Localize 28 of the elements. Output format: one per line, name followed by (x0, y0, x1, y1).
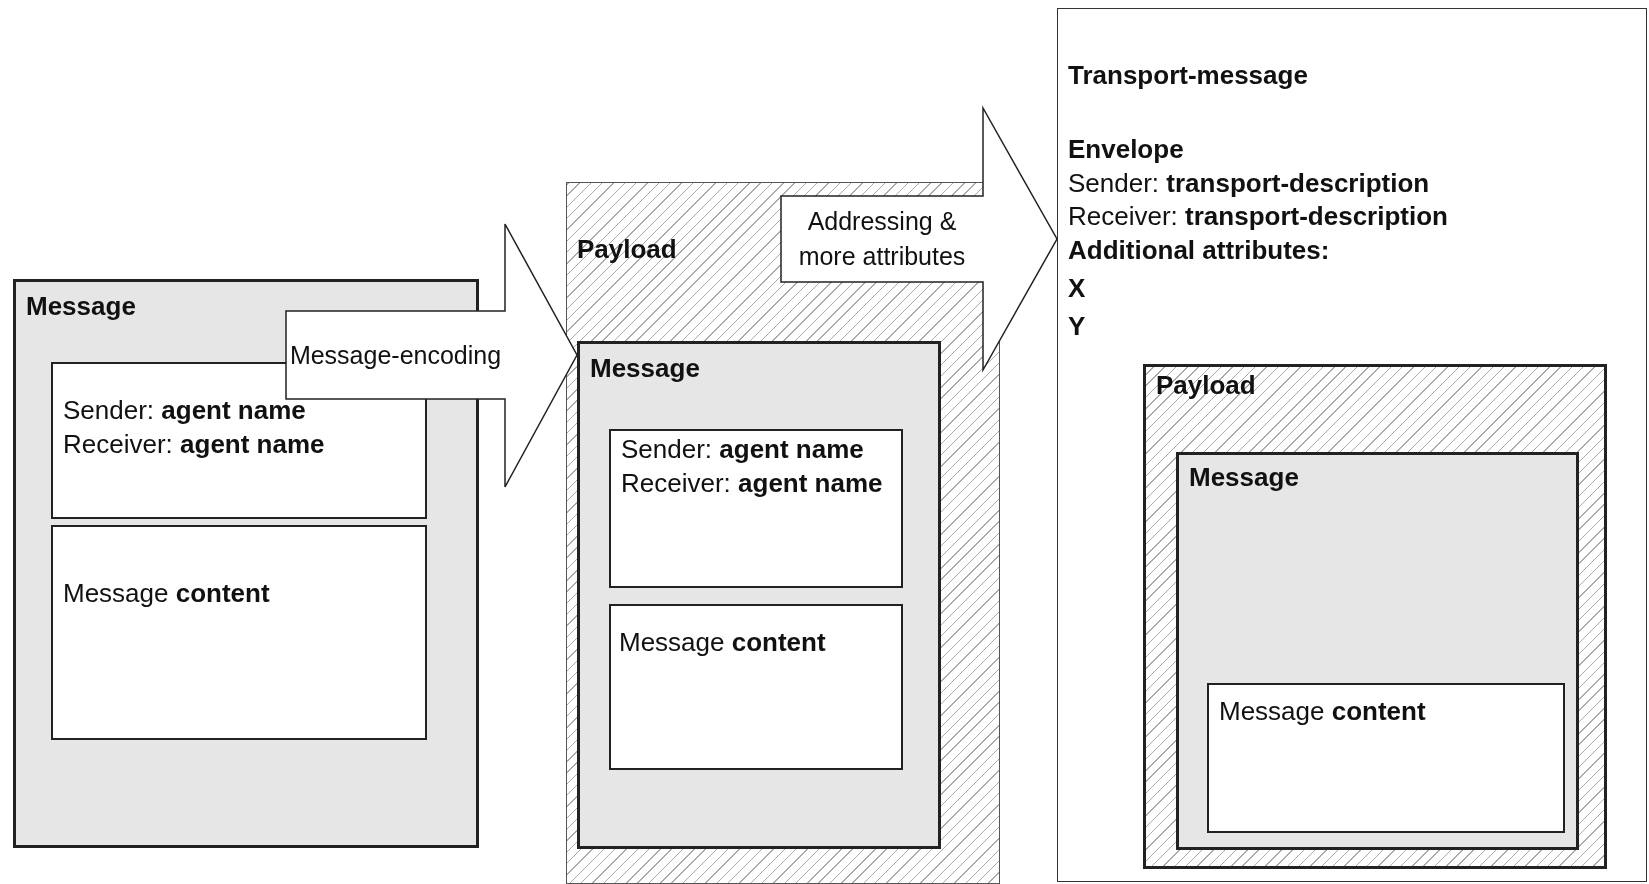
field-text: Sender: agent name (63, 394, 306, 427)
field-text: Message content (1219, 695, 1426, 728)
field-text: Message content (63, 577, 270, 610)
field-text: X (1068, 272, 1086, 305)
field-text: Message content (619, 626, 826, 659)
box-title: Message (590, 352, 700, 385)
content-box (51, 525, 427, 740)
field-text: Receiver: transport-description (1068, 200, 1448, 234)
box-title: Message (26, 290, 136, 323)
content-box (1207, 683, 1565, 833)
box-title: Payload (577, 233, 677, 266)
box-title: Message (1189, 461, 1299, 494)
field-text: Sender: agent name (621, 433, 864, 466)
field-text: Receiver: agent name (621, 466, 883, 500)
payload-box (1143, 364, 1607, 869)
field-text: Y (1068, 309, 1086, 343)
field-text: Sender: transport-description (1068, 166, 1430, 200)
box-title: Transport-message (1068, 59, 1308, 92)
payload-box (566, 182, 1000, 884)
message-box (577, 341, 941, 849)
address-box (609, 429, 903, 588)
content-box (609, 604, 903, 770)
transport-message-box (1057, 8, 1647, 882)
field-text: Receiver: agent name (63, 427, 325, 461)
box-title: Payload (1156, 369, 1256, 402)
section-heading: Envelope (1068, 132, 1184, 166)
message-box (1176, 452, 1579, 850)
field-text: Additional attributes: (1068, 234, 1330, 268)
